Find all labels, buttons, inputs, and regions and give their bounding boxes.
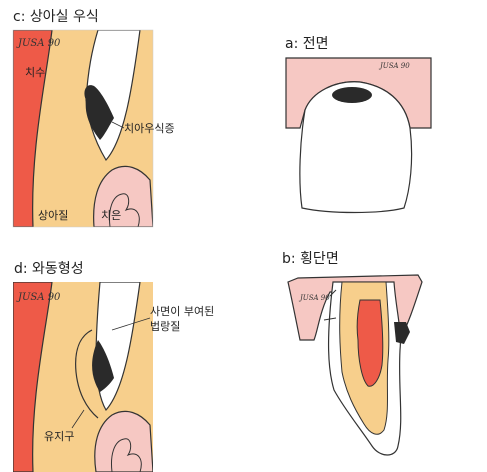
caries-spot bbox=[332, 87, 372, 103]
caries-cross bbox=[394, 322, 410, 344]
label-gingiva: 치은 bbox=[101, 209, 121, 222]
panel-a-signature: JUSA 90 bbox=[378, 62, 410, 70]
label-dentin: 상아질 bbox=[38, 209, 68, 222]
label-retention-groove: 유지구 bbox=[44, 430, 74, 443]
panel-c-signature: JUSA 90 bbox=[16, 38, 61, 49]
label-beveled-enamel-2: 법랑질 bbox=[150, 320, 180, 333]
label-caries: 치아우식증 bbox=[124, 122, 175, 135]
panel-b bbox=[288, 275, 422, 455]
label-pulp: 치수 bbox=[25, 66, 45, 79]
panel-b-signature: JUSA 90 bbox=[298, 294, 330, 302]
panel-d bbox=[13, 282, 153, 472]
panel-a bbox=[286, 58, 431, 213]
label-beveled-enamel-1: 사면이 부여된 bbox=[150, 305, 214, 318]
panel-d-signature: JUSA 90 bbox=[16, 292, 61, 303]
